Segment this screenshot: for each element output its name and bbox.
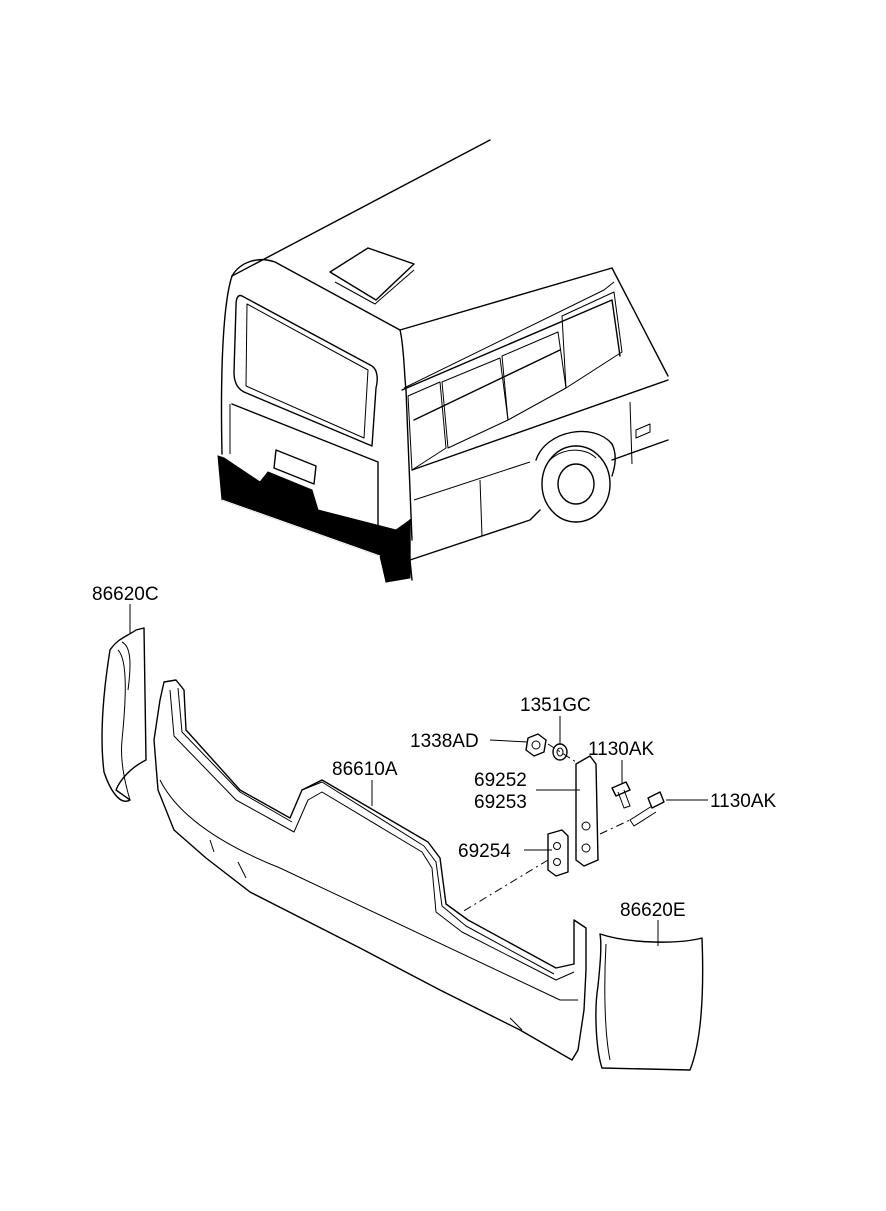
label-1338AD: 1338AD xyxy=(410,731,479,752)
label-1351GC: 1351GC xyxy=(520,695,591,716)
label-69254: 69254 xyxy=(458,841,511,862)
label-86620C: 86620C xyxy=(92,584,159,605)
label-69253: 69253 xyxy=(474,792,527,813)
nut-1338AD xyxy=(525,733,547,757)
bolt-1130AK-upper xyxy=(611,781,631,809)
washer-1351GC xyxy=(552,743,568,761)
label-86620E: 86620E xyxy=(620,900,686,921)
label-86610A: 86610A xyxy=(332,759,398,780)
centerline-nut xyxy=(547,743,577,763)
corner-piece-right xyxy=(595,933,704,1071)
label-69252: 69252 xyxy=(474,770,527,791)
centerline-bolt xyxy=(599,819,631,835)
corner-piece-left xyxy=(101,627,147,802)
centerline-bracket xyxy=(461,859,549,913)
bracket-69252-69253 xyxy=(575,755,599,867)
rear-bumper xyxy=(153,679,587,1061)
label-1130AK-lower: 1130AK xyxy=(710,791,777,812)
van-illustration xyxy=(217,139,669,583)
leader-lines xyxy=(129,604,708,946)
bolt-1130AK-lower xyxy=(629,791,665,827)
bracket-69254 xyxy=(547,829,569,877)
label-1130AK-upper: 1130AK xyxy=(588,739,655,760)
